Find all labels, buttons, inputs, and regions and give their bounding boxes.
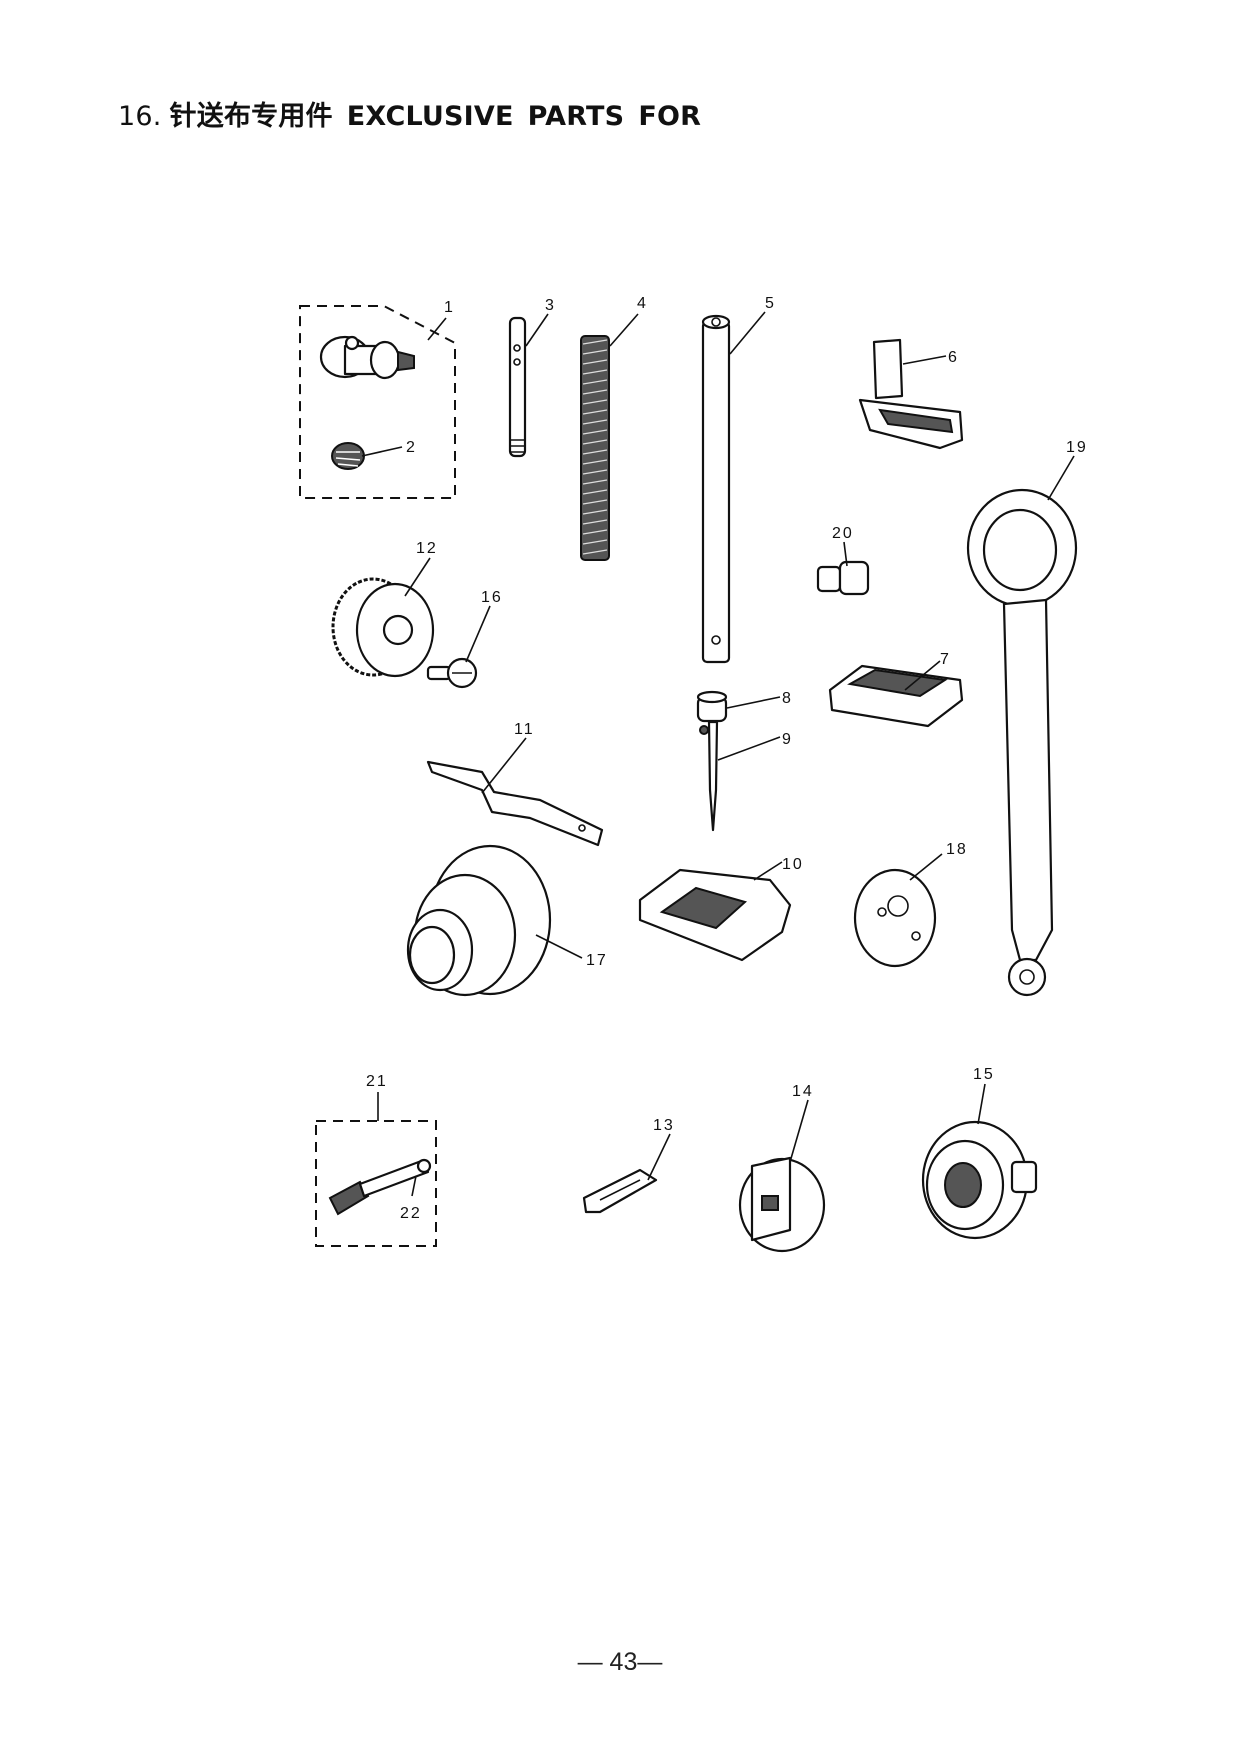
part-13-clip xyxy=(582,1168,658,1214)
group-box-1-2 xyxy=(299,305,456,499)
part-6-presser-foot xyxy=(858,338,964,450)
leader-9 xyxy=(717,736,781,761)
callout-18: 18 xyxy=(946,841,968,858)
leader-8 xyxy=(726,696,781,709)
part-14-bobbin-case xyxy=(738,1156,826,1253)
title-english-3: FOR xyxy=(638,101,702,132)
part-19-connecting-rod xyxy=(966,488,1078,997)
callout-4: 4 xyxy=(637,295,648,312)
leader-13 xyxy=(647,1133,671,1181)
section-number: 16. xyxy=(118,101,162,132)
callout-12: 12 xyxy=(416,540,438,557)
leader-22 xyxy=(411,1175,417,1197)
leader-18 xyxy=(909,853,943,881)
callout-19: 19 xyxy=(1066,439,1088,456)
leader-3 xyxy=(525,313,549,347)
page-title: 16.针送布专用件 EXCLUSIVE PARTS FOR xyxy=(118,94,701,133)
part-20-small-screw xyxy=(816,560,870,596)
title-chinese: 针送布专用件 xyxy=(169,101,333,132)
leader-16 xyxy=(465,605,491,663)
part-4-coil-spring xyxy=(580,335,610,561)
callout-7: 7 xyxy=(940,651,951,668)
part-18-washer xyxy=(853,868,937,968)
leader-4 xyxy=(609,313,639,347)
callout-10: 10 xyxy=(782,856,804,873)
part-21-22-screw-pin xyxy=(328,1158,432,1216)
part-11-lever xyxy=(426,760,604,847)
part-15-rotary-hook xyxy=(921,1120,1038,1240)
callout-3: 3 xyxy=(545,297,556,314)
leader-20 xyxy=(843,541,848,567)
part-3-shaft xyxy=(508,316,527,458)
callout-20: 20 xyxy=(832,525,854,542)
callout-6: 6 xyxy=(948,349,959,366)
part-16-screw xyxy=(426,657,478,689)
part-8-needle-clamp xyxy=(696,690,728,735)
part-9-needle xyxy=(707,720,719,832)
leader-1 xyxy=(427,317,447,341)
leader-14 xyxy=(789,1099,809,1163)
callout-11: 11 xyxy=(514,721,535,738)
part-2-small-spring xyxy=(331,442,365,470)
leader-6 xyxy=(902,355,947,365)
callout-15: 15 xyxy=(973,1066,995,1083)
part-12-dial-gear xyxy=(331,577,435,678)
page-number: — 43— xyxy=(577,1648,663,1676)
leader-17 xyxy=(535,934,583,959)
leader-10 xyxy=(753,861,783,881)
callout-14: 14 xyxy=(792,1083,814,1100)
group-box-21-22 xyxy=(315,1120,437,1247)
leader-7 xyxy=(904,660,941,691)
callout-9: 9 xyxy=(782,731,793,748)
title-english-2: PARTS xyxy=(527,101,625,132)
part-1-winder-assembly xyxy=(319,335,415,380)
part-10-needle-plate xyxy=(638,868,792,962)
callout-8: 8 xyxy=(782,690,793,707)
callout-16: 16 xyxy=(481,589,503,606)
leader-11 xyxy=(481,737,527,794)
part-7-feed-dog xyxy=(828,664,964,728)
part-17-bushing xyxy=(406,844,552,997)
callout-2: 2 xyxy=(406,439,417,456)
title-english-1: EXCLUSIVE xyxy=(346,101,514,132)
leader-2 xyxy=(361,446,403,457)
callout-21: 21 xyxy=(366,1073,388,1090)
callout-17: 17 xyxy=(586,952,608,969)
leader-19 xyxy=(1047,455,1075,501)
callout-1: 1 xyxy=(444,299,455,316)
part-5-needle-bar xyxy=(701,314,731,664)
leader-15 xyxy=(977,1083,986,1125)
callout-13: 13 xyxy=(653,1117,675,1134)
callout-22: 22 xyxy=(400,1205,422,1222)
leader-12 xyxy=(404,557,431,597)
callout-5: 5 xyxy=(765,295,776,312)
leader-5 xyxy=(729,311,766,355)
